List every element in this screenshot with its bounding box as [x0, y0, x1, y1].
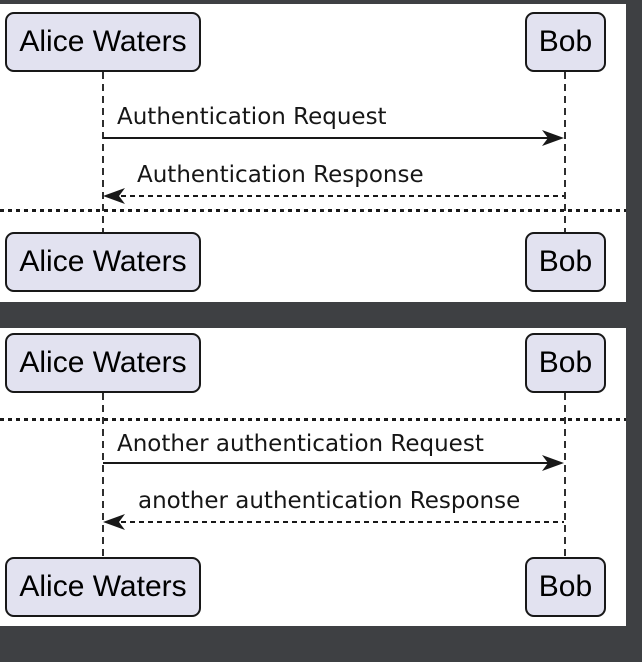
- participant-alice-top: Alice Waters: [5, 12, 201, 72]
- participant-label: Alice Waters: [19, 570, 187, 603]
- participant-bob-bottom: Bob: [525, 557, 606, 617]
- message-response-label: another authentication Response: [138, 488, 521, 514]
- participant-label: Bob: [538, 570, 593, 603]
- participant-alice-top: Alice Waters: [5, 333, 201, 393]
- sequence-page-2: Alice Waters Bob Another authentication …: [0, 328, 626, 626]
- arrowhead-left-icon: [103, 188, 125, 204]
- participant-alice-bottom: Alice Waters: [5, 557, 201, 617]
- participant-alice-bottom: Alice Waters: [5, 232, 201, 292]
- participant-label: Bob: [538, 346, 593, 379]
- participant-label: Bob: [538, 245, 593, 278]
- participant-label: Alice Waters: [19, 245, 187, 278]
- arrowhead-left-icon: [103, 514, 125, 530]
- sequence-page-1: Alice Waters Bob Authentication Request …: [0, 4, 626, 302]
- message-request-label: Another authentication Request: [117, 431, 484, 457]
- lifeline-alice: [102, 393, 104, 557]
- message-request-line: [103, 462, 560, 464]
- participant-bob-bottom: Bob: [525, 232, 606, 292]
- message-request-line: [103, 137, 560, 139]
- arrowhead-right-icon: [542, 130, 564, 146]
- message-request-label: Authentication Request: [117, 104, 387, 130]
- message-response-label: Authentication Response: [137, 162, 424, 188]
- page-separator: [0, 209, 626, 212]
- participant-bob-top: Bob: [525, 333, 606, 393]
- participant-label: Alice Waters: [19, 25, 187, 58]
- lifeline-alice: [102, 72, 104, 232]
- participant-bob-top: Bob: [525, 12, 606, 72]
- page-separator: [0, 418, 626, 421]
- message-response-line: [121, 521, 564, 523]
- lifeline-bob: [564, 393, 566, 557]
- arrowhead-right-icon: [542, 455, 564, 471]
- message-response-line: [121, 195, 564, 197]
- lifeline-bob: [564, 72, 566, 232]
- participant-label: Bob: [538, 25, 593, 58]
- participant-label: Alice Waters: [19, 346, 187, 379]
